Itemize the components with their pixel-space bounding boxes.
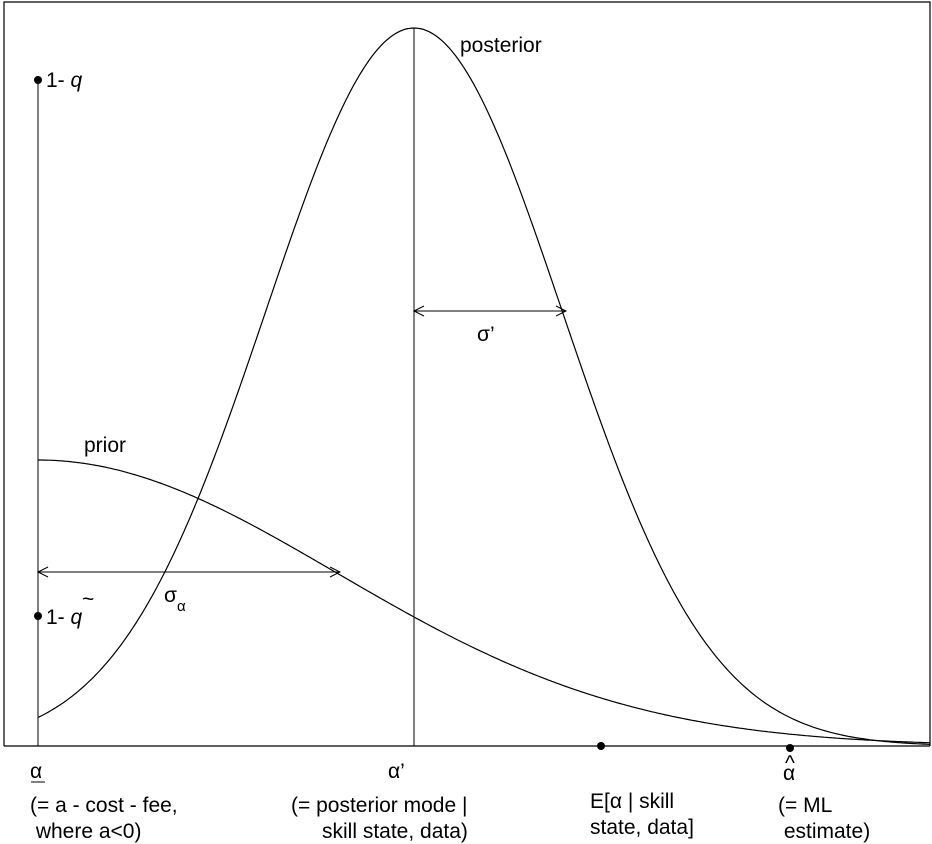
posterior-label: posterior: [460, 34, 542, 57]
expectation-line1: E[α | skill: [590, 790, 674, 813]
prior-curve: [38, 459, 931, 744]
expectation-dot: [597, 742, 605, 750]
posterior-width-arrow: [412, 305, 568, 317]
expectation-line2: state, data]: [590, 816, 694, 839]
alpha-lower-line2: where a<0): [30, 820, 141, 843]
prior-width-arrow: [36, 566, 342, 578]
alpha-hat-label-group: α ^ (= ML estimate): [778, 752, 870, 843]
alpha-hat-symbol: α: [783, 762, 795, 785]
prior-sigma-label: σα: [164, 584, 186, 615]
alpha-hat-mark: ^: [785, 752, 795, 775]
alpha-hat-line1: (= ML: [778, 794, 832, 817]
alpha-lower-label-group: α (= a - cost - fee, where a<0): [30, 760, 178, 843]
alpha-prime-line2: skill state, data): [322, 820, 468, 843]
prior-label: prior: [84, 434, 126, 457]
q-tilde-mark: ~: [82, 588, 94, 611]
alpha-lower-symbol: α: [30, 760, 42, 783]
expectation-label-group: E[α | skill state, data]: [590, 790, 694, 839]
alpha-lower-line1: (= a - cost - fee,: [30, 794, 178, 817]
posterior-sigma-label: σ’: [477, 323, 495, 346]
alpha-prime-label-group: α’ (= posterior mode | skill state, data…: [291, 760, 468, 843]
plot-frame: [3, 1, 931, 746]
alpha-prime-line1: (= posterior mode |: [291, 794, 467, 817]
one-minus-q-tilde-dot: [34, 612, 42, 620]
one-minus-q-tilde-label: 1- q: [46, 606, 83, 629]
one-minus-q-dot: [34, 76, 42, 84]
one-minus-q-label: 1- q: [46, 69, 83, 92]
alpha-prime-symbol: α’: [388, 760, 405, 783]
alpha-hat-line2: estimate): [778, 820, 870, 843]
posterior-curve: [37, 27, 931, 745]
ml-estimate-dot: [786, 744, 794, 752]
